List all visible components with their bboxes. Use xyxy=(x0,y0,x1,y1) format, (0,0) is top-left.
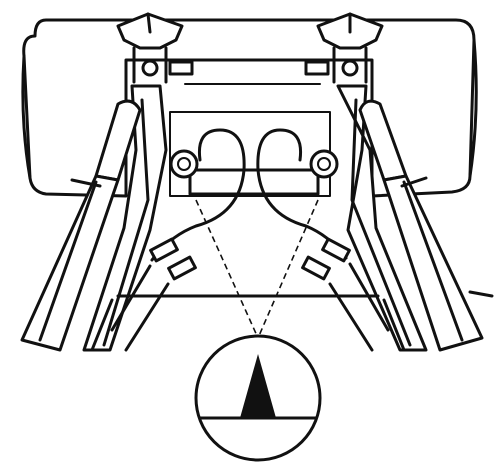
left-hose-loop xyxy=(150,128,246,262)
callout-line-right xyxy=(257,199,319,339)
alignment-mark-icon xyxy=(194,334,322,462)
cross-tube xyxy=(188,168,320,196)
callout-line-left xyxy=(195,199,259,339)
left-mount-hook xyxy=(116,12,194,84)
right-hydraulic-cylinder-icon xyxy=(358,99,494,352)
bucket-icon xyxy=(21,18,478,198)
right-hose-loop xyxy=(256,128,348,260)
left-coupler-icon xyxy=(169,149,199,179)
left-hydraulic-cylinder-icon xyxy=(20,99,142,352)
right-mount-hook xyxy=(304,12,384,84)
right-coupler-icon xyxy=(309,149,339,179)
lower-frame xyxy=(90,294,406,352)
